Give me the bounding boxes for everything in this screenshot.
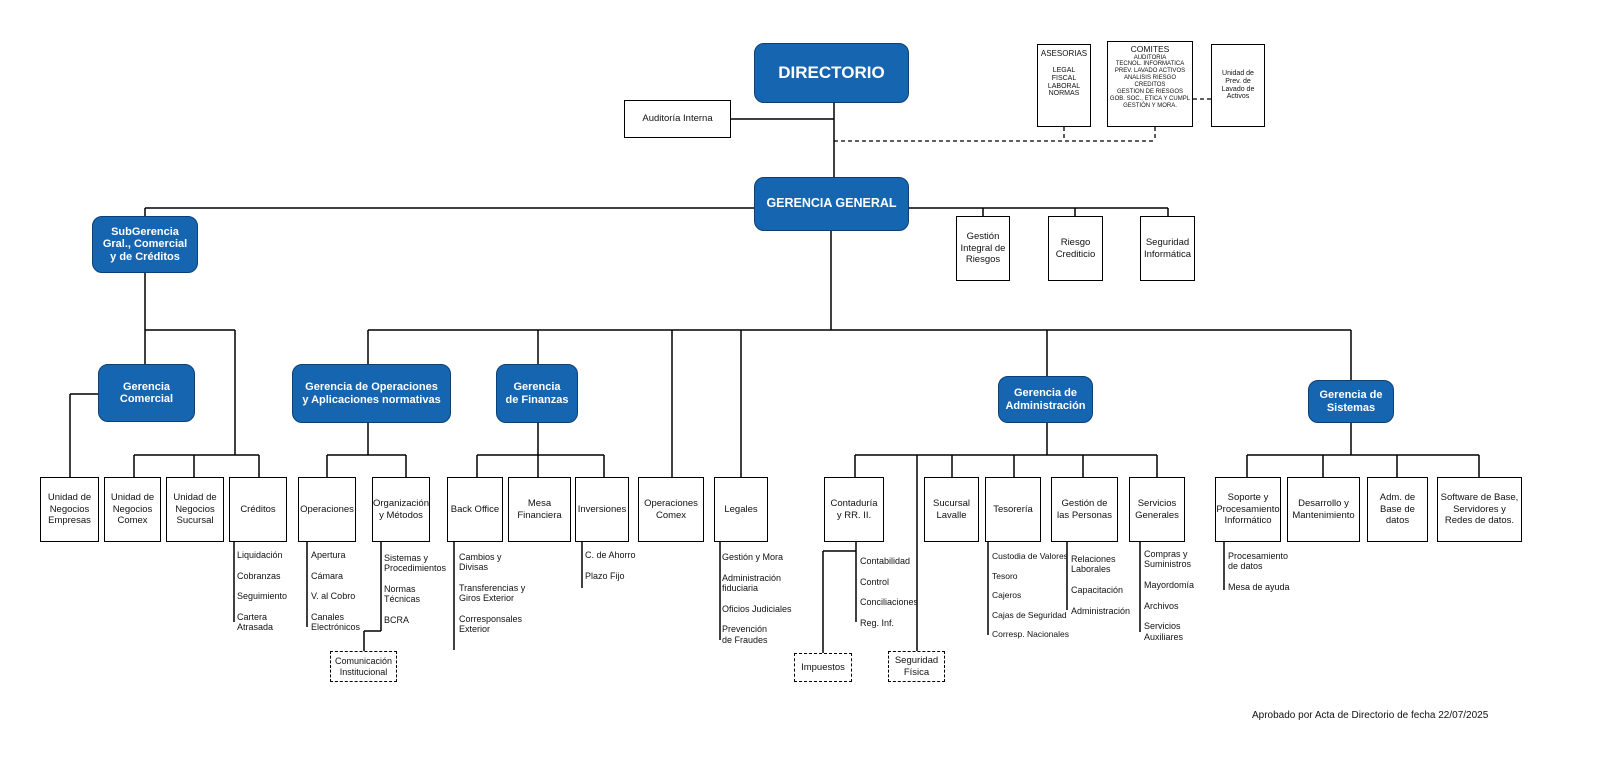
software-base-node[interactable]: Software de Base, Servidores y Redes de … — [1437, 477, 1522, 542]
riesgo-crediticio-node[interactable]: Riesgo Crediticio — [1048, 216, 1103, 281]
unidad-prev-lavado-node[interactable]: Unidad de Prev. de Lavado de Activos — [1211, 44, 1265, 127]
comites-node[interactable]: COMITES AUDITORIA TECNOL. INFORMATICA PR… — [1107, 41, 1193, 127]
tesoreria-node[interactable]: Tesorería — [985, 477, 1041, 542]
unidad-negocios-sucursal-node[interactable]: Unidad de Negocios Sucursal — [166, 477, 224, 542]
gerencia-operaciones-node[interactable]: Gerencia de Operaciones y Aplicaciones n… — [292, 364, 451, 423]
gestion-integral-riesgos-node[interactable]: Gestión Integral de Riesgos — [956, 216, 1010, 281]
contaduria-node[interactable]: Contaduría y RR. II. — [824, 477, 884, 542]
contaduria-subitems: Contabilidad Control Conciliaciones Reg.… — [860, 556, 919, 629]
gestion-personas-node[interactable]: Gestión de las Personas — [1051, 477, 1118, 542]
tesoreria-subitems: Custodia de Valores Tesoro Cajeros Cajas… — [992, 551, 1070, 640]
impuestos-node[interactable]: Impuestos — [794, 653, 852, 682]
gerencia-finanzas-node[interactable]: Gerencia de Finanzas — [496, 364, 578, 423]
soporte-procesamiento-node[interactable]: Soporte y Procesamiento Informático — [1215, 477, 1281, 542]
auditoria-interna-node[interactable]: Auditoría Interna — [624, 100, 731, 138]
gerencia-sistemas-node[interactable]: Gerencia de Sistemas — [1308, 380, 1394, 423]
organizacion-subitems: Sistemas y Procedimientos Normas Técnica… — [384, 553, 447, 626]
inversiones-node[interactable]: Inversiones — [575, 477, 629, 542]
back-office-node[interactable]: Back Office — [447, 477, 503, 542]
organizacion-metodos-node[interactable]: Organización y Métodos — [372, 477, 430, 542]
creditos-node[interactable]: Créditos — [229, 477, 287, 542]
asesorias-node[interactable]: ASESORIAS LEGAL FISCAL LABORAL NORMAS — [1037, 44, 1091, 127]
operaciones-node[interactable]: Operaciones — [298, 477, 356, 542]
creditos-subitems: Liquidación Cobranzas Seguimiento Carter… — [237, 550, 288, 633]
unidad-negocios-empresas-node[interactable]: Unidad de Negocios Empresas — [40, 477, 99, 542]
servicios-generales-node[interactable]: Servicios Generales — [1129, 477, 1185, 542]
gerencia-general-node[interactable]: GERENCIA GENERAL — [754, 177, 909, 231]
seguridad-informatica-node[interactable]: Seguridad Informática — [1140, 216, 1195, 281]
operaciones-comex-node[interactable]: Operaciones Comex — [638, 477, 704, 542]
adm-base-datos-node[interactable]: Adm. de Base de datos — [1367, 477, 1428, 542]
inversiones-subitems: C. de Ahorro Plazo Fijo — [585, 550, 636, 581]
subgerencia-node[interactable]: SubGerencia Gral., Comercial y de Crédit… — [92, 216, 198, 273]
approval-footnote: Aprobado por Acta de Directorio de fecha… — [1252, 710, 1489, 721]
mesa-financiera-node[interactable]: Mesa Financiera — [508, 477, 571, 542]
comunicacion-institucional-node[interactable]: Comunicación Institucional — [330, 651, 397, 682]
sucursal-lavalle-node[interactable]: Sucursal Lavalle — [924, 477, 979, 542]
legales-node[interactable]: Legales — [714, 477, 768, 542]
soporte-subitems: Procesamiento de datos Mesa de ayuda — [1228, 551, 1290, 593]
gestion-personas-subitems: Relaciones Laborales Capacitación Admini… — [1071, 554, 1131, 616]
legales-subitems: Gestión y Mora Administración fiduciaria… — [722, 552, 792, 645]
back-office-subitems: Cambios y Divisas Transferencias y Giros… — [459, 552, 526, 635]
operaciones-subitems: Apertura Cámara V. al Cobro Canales Elec… — [311, 550, 361, 633]
gerencia-administracion-node[interactable]: Gerencia de Administración — [998, 376, 1093, 423]
directorio-node[interactable]: DIRECTORIO — [754, 43, 909, 103]
servicios-generales-subitems: Compras y Suministros Mayordomía Archivo… — [1144, 549, 1195, 642]
gerencia-comercial-node[interactable]: Gerencia Comercial — [98, 364, 195, 422]
seguridad-fisica-node[interactable]: Seguridad Física — [888, 651, 945, 682]
desarrollo-mantenimiento-node[interactable]: Desarrollo y Mantenimiento — [1287, 477, 1360, 542]
unidad-negocios-comex-node[interactable]: Unidad de Negocios Comex — [104, 477, 161, 542]
